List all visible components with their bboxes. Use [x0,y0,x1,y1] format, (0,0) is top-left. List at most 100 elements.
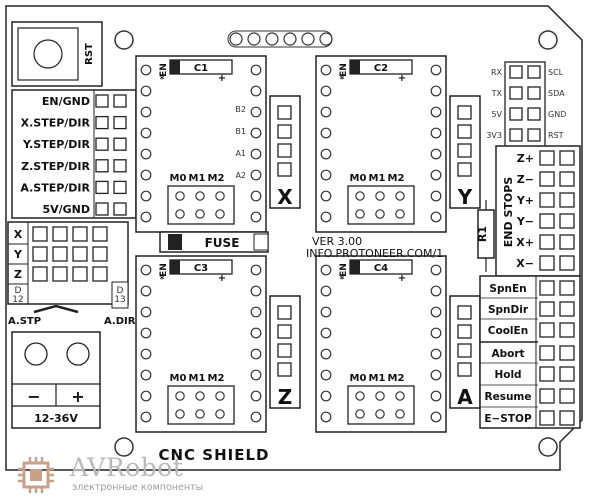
driver-pin [140,64,152,76]
driver-pin [250,64,262,76]
driver-pin [430,85,442,97]
brand-name: AVRobot [70,453,184,482]
control-pin [559,366,575,382]
driver-pin [140,169,152,181]
driver-pin [320,411,332,423]
end-stops-title: END STOPS [502,177,515,248]
driver-pin [320,127,332,139]
microstep-pin [395,191,405,201]
end-stop-label: Z− [517,173,534,186]
end-stop-pin [539,255,555,271]
enable-star: * [160,275,165,285]
driver-pin [140,190,152,202]
board-title: CNC SHIELD [159,446,270,464]
axis-jumper-pin [92,226,108,242]
motor-pin [457,162,472,177]
capacitor-label: C3 [194,263,208,274]
end-stop-pin [559,213,575,229]
driver-pin [140,85,152,97]
top-hole [247,32,261,46]
i2c-pin [509,65,523,79]
mounting-hole [538,437,558,457]
microstep-pin [355,209,365,219]
end-stop-label: X+ [516,236,534,249]
i2c-right-label: RST [548,131,564,140]
end-stop-label: Z+ [517,152,534,165]
top-hole [265,32,279,46]
control-pin [559,280,575,296]
control-pin [539,301,555,317]
i2c-pin [509,107,523,121]
driver-pin [320,369,332,381]
end-stop-pin [539,150,555,166]
i2c-pin [509,86,523,100]
coil-label: A1 [235,149,246,158]
driver-pin [250,348,262,360]
driver-pin [320,64,332,76]
brand-logo: AVRobot электронные компоненты [14,449,254,497]
a-jumper-wedge [33,304,79,314]
motor-pin [277,324,292,339]
microstep-pin [375,209,385,219]
end-stop-pin [539,213,555,229]
left-header-pin [113,180,127,195]
axis-jumper-pin [92,246,108,262]
driver-pin [430,285,442,297]
control-label: SpnDir [488,304,529,316]
left-header-pin [95,180,109,195]
driver-pin [250,264,262,276]
left-header-pin [113,202,127,216]
driver-pin [430,264,442,276]
microstep-pin [355,409,365,419]
left-header-pin [113,159,127,173]
driver-pin [140,348,152,360]
microstep-label: M0 [350,173,367,184]
microstep-pin [375,391,385,401]
microstep-pin [215,391,225,401]
driver-pin [250,190,262,202]
driver-pin [430,390,442,402]
coil-label: B1 [235,127,246,136]
end-stop-pin [539,234,555,250]
microstep-pin [215,209,225,219]
control-pin [539,366,555,382]
axis-jumper-pin [72,246,88,262]
microstep-pin [215,409,225,419]
driver-pin [250,211,262,223]
enable-star: * [160,75,165,85]
rst-label: RST [84,43,95,65]
control-pin [559,322,575,338]
end-stop-pin [559,171,575,187]
axis-jumper-pin [32,266,48,282]
driver-pin [430,64,442,76]
microstep-label: M2 [208,373,225,384]
left-header-pin [95,159,109,173]
end-stop-pin [559,255,575,271]
axis-jumper-pin [32,226,48,242]
left-header-label: 5V/GND [42,203,90,216]
motor-pin [457,105,472,120]
left-header-pin [113,115,127,130]
enable-label: EN [339,63,349,77]
reset-button[interactable]: RST [11,21,103,87]
driver-pin [320,348,332,360]
driver-pin [250,390,262,402]
brand-subtitle: электронные компоненты [72,482,204,493]
microstep-label: M1 [369,373,386,384]
capacitor-plus: + [398,273,406,284]
top-hole-row [227,30,333,48]
mounting-hole [114,437,134,457]
microstep-pin [195,409,205,419]
left-header-pin [95,202,109,216]
capacitor-plus: + [218,273,226,284]
microstep-pin [355,191,365,201]
end-stop-pin [539,171,555,187]
